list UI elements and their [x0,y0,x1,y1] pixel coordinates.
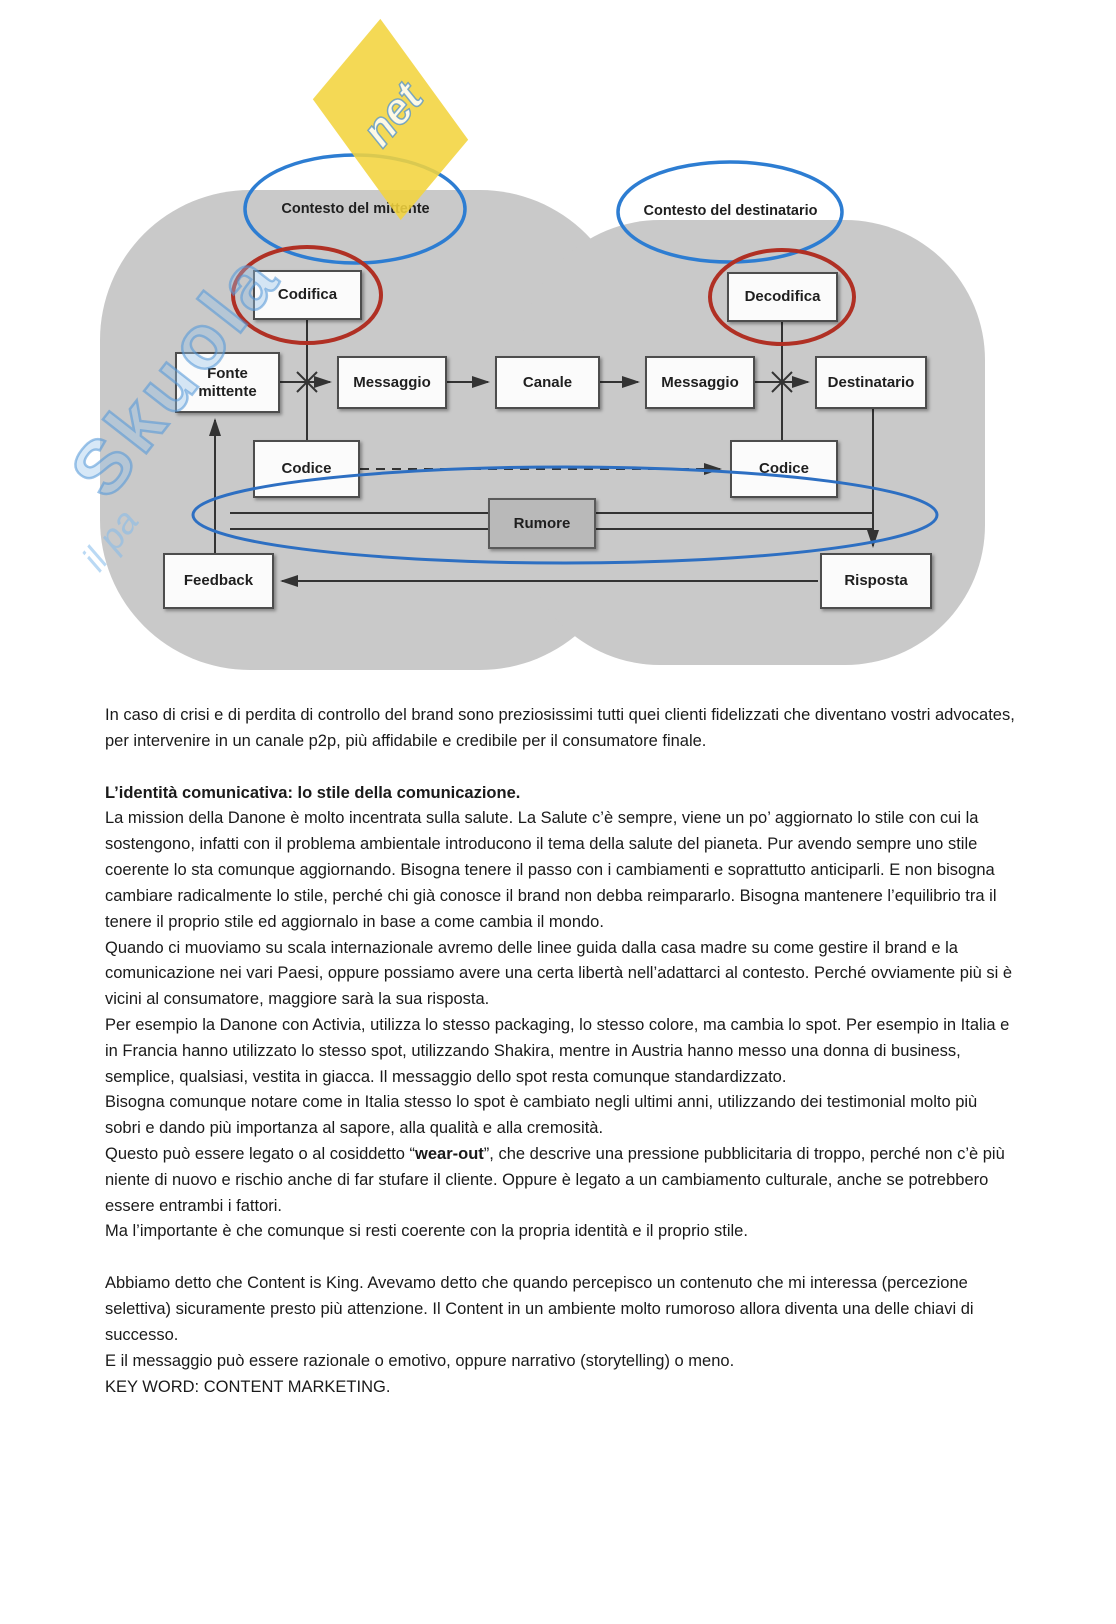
paragraph-coherence: Ma l’importante è che comunque si resti … [105,1222,748,1241]
box-destinatario-label: Destinatario [827,373,915,391]
box-destinatario: Destinatario [815,356,927,409]
cross-mark-left [296,371,318,393]
box-messaggio-right: Messaggio [645,356,755,409]
box-feedback: Feedback [163,553,274,609]
box-codice-left-label: Codice [281,460,332,478]
box-codifica-label: Codifica [277,286,338,304]
box-canale: Canale [495,356,600,409]
box-decodifica: Decodifica [727,272,838,322]
box-messaggio-right-label: Messaggio [661,373,739,391]
box-rumore-label: Rumore [513,514,571,532]
box-feedback-label: Feedback [183,572,254,590]
communication-model-diagram: Codifica Decodifica Fonte mittente Messa… [53,18,990,685]
paragraph-crisis: In caso di crisi e di perdita di control… [105,706,1015,750]
context-sender-label: Contesto del mittente [281,201,430,217]
paragraph-danone-mission: La mission della Danone è molto incentra… [105,809,997,931]
paragraph-content-king: Abbiamo detto che Content is King. Aveva… [105,1274,974,1344]
context-receiver-label: Contesto del destinatario [643,203,818,219]
box-messaggio-left: Messaggio [337,356,447,409]
paragraph-message-type: E il messaggio può essere razionale o em… [105,1351,735,1370]
box-canale-label: Canale [522,373,573,391]
box-fonte-mittente: Fonte mittente [175,352,280,413]
wear-out-term: wear-out [415,1145,484,1163]
box-codice-left: Codice [253,440,360,498]
document-page: { "diagram": { "watermark": { "brand": "… [0,18,1116,1624]
section-heading: L’identità comunicativa: lo stile della … [105,783,521,802]
box-messaggio-left-label: Messaggio [353,373,431,391]
box-codice-right-label: Codice [758,460,809,478]
box-codifica: Codifica [253,270,362,320]
box-codice-right: Codice [730,440,838,498]
paragraph-keyword: KEY WORD: CONTENT MARKETING. [105,1377,391,1396]
paragraph-activia: Per esempio la Danone con Activia, utili… [105,1015,1010,1086]
document-body: In caso di crisi e di perdita di control… [105,703,1017,1400]
paragraph-international: Quando ci muoviamo su scala internaziona… [105,938,1013,1009]
wear-out-pre: Questo può essere legato o al cosiddetto… [105,1145,416,1163]
box-risposta-label: Risposta [844,572,908,590]
cross-mark-right [771,371,793,393]
box-rumore: Rumore [488,498,596,549]
box-fonte-mittente-label: Fonte mittente [198,365,257,400]
box-risposta: Risposta [820,553,932,609]
wear-out-post: ”, che descrive una pressione pubblicita… [105,1145,1005,1215]
box-decodifica-label: Decodifica [744,288,821,306]
paragraph-wear-out: Questo può essere legato o al cosiddetto… [105,1142,1017,1219]
paragraph-testimonial: Bisogna comunque notare come in Italia s… [105,1093,978,1138]
